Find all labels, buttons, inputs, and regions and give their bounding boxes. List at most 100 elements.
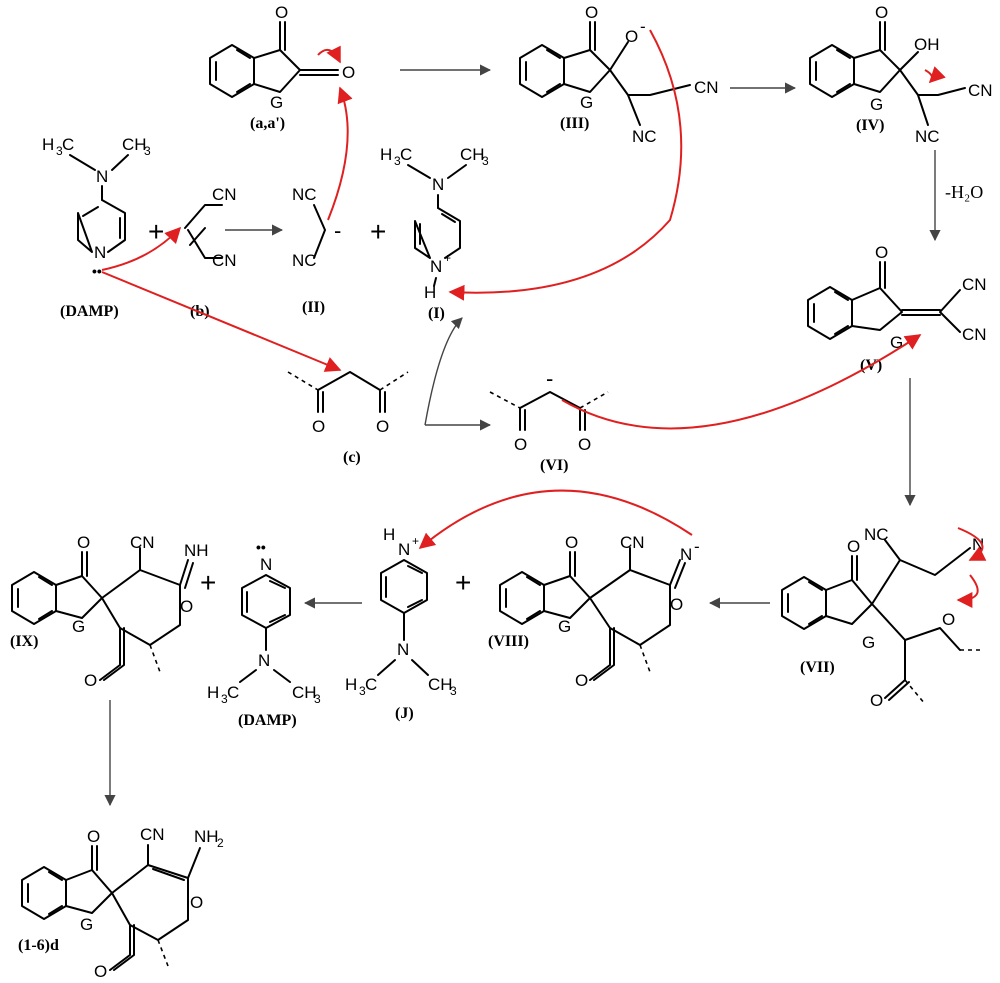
- atom-n: N: [397, 640, 409, 659]
- subscript-3: 3: [56, 144, 63, 158]
- compound-viii: O CN N - O O G (VIII): [488, 533, 700, 690]
- atom-h3c: H: [207, 683, 219, 702]
- compound-damp-bottom: •• N N H 3 C CH 3 (DAMP): [207, 539, 321, 729]
- atom-h: H: [424, 283, 436, 302]
- atom-cn: CN: [620, 533, 645, 552]
- atom-o: O: [875, 243, 888, 262]
- compound-c: O O (c): [287, 371, 409, 466]
- arrow-oh-curl: [924, 66, 946, 84]
- subscript-3: 3: [144, 144, 151, 158]
- plus-sign: +: [148, 216, 164, 247]
- atom-g: G: [270, 93, 283, 112]
- subscript-3: 3: [359, 684, 366, 698]
- charge-minus: -: [694, 537, 700, 556]
- lone-pair: ••: [92, 263, 102, 279]
- atom-o: O: [565, 533, 578, 552]
- label-vi: (VI): [540, 457, 568, 474]
- compound-iv: O OH G CN NC (IV): [809, 3, 993, 146]
- atom-n: N: [398, 540, 410, 559]
- plus-sign: +: [455, 567, 471, 598]
- atom-cn: CN: [140, 825, 165, 844]
- subscript-3: 3: [221, 692, 228, 706]
- atom-ch3: CH: [428, 675, 453, 694]
- atom-g: G: [72, 617, 85, 636]
- atom-o: O: [875, 3, 888, 22]
- label-a: (a,a'): [250, 115, 285, 132]
- arrow-viii-to-j: [418, 489, 693, 550]
- atom-c: C: [365, 675, 377, 694]
- arrow-carbonyl-curl: [317, 45, 341, 64]
- atom-g: G: [580, 93, 593, 112]
- atom-cn: CN: [968, 81, 993, 100]
- atom-cn: CN: [212, 251, 237, 270]
- label-ii: (II): [302, 299, 325, 316]
- atom-cn: CN: [962, 325, 987, 344]
- atom-n: N: [680, 545, 692, 564]
- atom-o: O: [180, 597, 193, 616]
- atom-n: N: [430, 257, 442, 276]
- atom-o: O: [575, 671, 588, 690]
- arrow-vi-to-v: [561, 334, 922, 430]
- subscript-3: 3: [394, 154, 401, 168]
- atom-nc: NC: [915, 127, 940, 146]
- arrow-nitrile-curl-top: [957, 527, 987, 561]
- atom-c: C: [227, 683, 239, 702]
- atom-cn: CN: [694, 78, 719, 97]
- atom-cn: CN: [212, 185, 237, 204]
- arrow-damp-to-c: [101, 271, 342, 372]
- atom-nc: NC: [292, 185, 317, 204]
- charge-plus: +: [412, 534, 419, 548]
- atom-h3c: H: [345, 675, 357, 694]
- atom-o: O: [376, 417, 389, 436]
- compound-iii: O O - G CN NC (III): [519, 3, 719, 146]
- atom-cn: CN: [962, 275, 987, 294]
- mechanism-arrows: [101, 29, 987, 608]
- label-iii: (III): [560, 115, 589, 132]
- compound-a: O O G (a,a'): [209, 3, 355, 132]
- subscript-2: 2: [217, 836, 224, 850]
- atom-c: C: [400, 145, 412, 164]
- arrow-iii-to-i: [448, 29, 683, 301]
- reaction-arrows: [104, 64, 941, 807]
- atom-n: N: [96, 167, 108, 186]
- atom-g: G: [870, 95, 883, 114]
- atom-o: O: [514, 435, 527, 454]
- atom-ch3: CH: [460, 145, 485, 164]
- atom-n: N: [94, 243, 106, 262]
- compound-vii: O NC N O O G (VII): [781, 525, 984, 710]
- label-damp: (DAMP): [60, 303, 119, 320]
- atom-g: G: [862, 633, 875, 652]
- charge-minus: -: [640, 17, 646, 36]
- arrow-damp-to-b: [101, 226, 182, 271]
- compound-j: H N + N H 3 C CH 3 (J): [345, 525, 457, 722]
- atom-h3c: H: [380, 145, 392, 164]
- atom-o: O: [870, 691, 883, 710]
- label-c: (c): [343, 449, 361, 466]
- compound-product: O CN NH 2 O O G (1-6)d: [18, 825, 224, 981]
- atom-ch3: CH: [122, 135, 147, 154]
- arrow-ii-to-a: [327, 86, 353, 221]
- label-j: (J): [395, 705, 414, 722]
- arrow-nitrile-curl-bottom: [956, 574, 979, 608]
- label-vii: (VII): [800, 659, 835, 676]
- reagent-water: -H₂O: [945, 182, 983, 202]
- plus-sign: +: [200, 567, 216, 598]
- atom-g: G: [558, 617, 571, 636]
- compound-ix: O CN NH O O G (IX): [10, 533, 209, 690]
- atom-nh: NH: [184, 541, 209, 560]
- subscript-3: 3: [450, 684, 457, 698]
- compound-vi: - O O (VI): [489, 366, 609, 474]
- label-product: (1-6)d: [18, 937, 59, 954]
- atom-o: O: [670, 595, 683, 614]
- atom-o: O: [84, 671, 97, 690]
- label-viii: (VIII): [488, 633, 529, 650]
- compound-v: O CN CN G (V): [807, 243, 987, 374]
- subscript-3: 3: [482, 154, 489, 168]
- atom-g: G: [80, 915, 93, 934]
- atom-h3c: H: [42, 135, 54, 154]
- charge-minus: -: [334, 218, 341, 243]
- charge-minus: -: [546, 366, 553, 391]
- arrow-c-to-i: [424, 317, 463, 426]
- atom-o: O: [847, 537, 860, 556]
